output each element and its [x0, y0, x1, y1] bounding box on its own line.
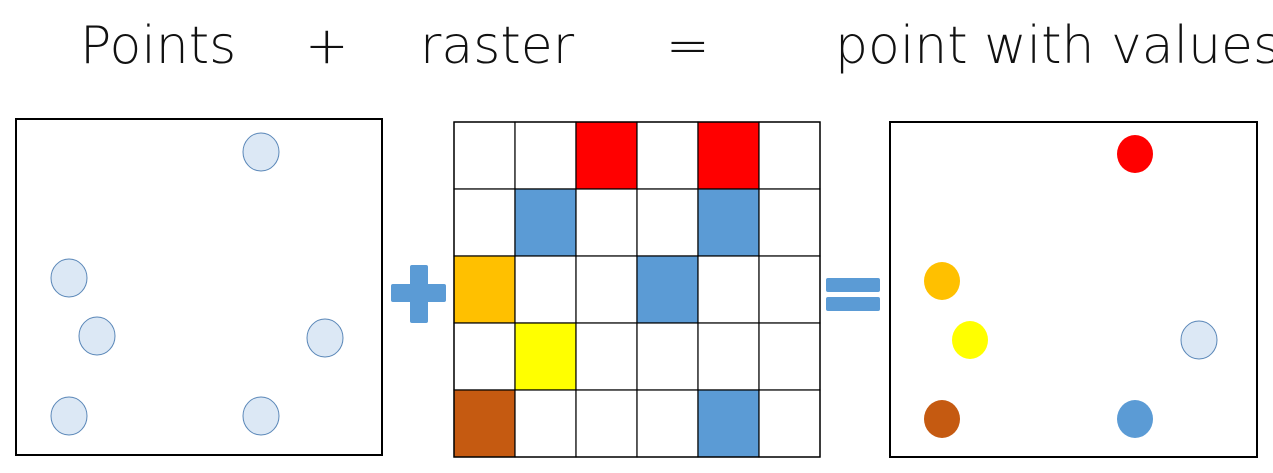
- title-raster: raster: [420, 16, 575, 76]
- raster-cell: [758, 322, 821, 391]
- equals-operator-icon: [826, 278, 880, 311]
- raster-cell: [636, 322, 699, 391]
- result-point-top-right: [1117, 135, 1153, 173]
- points-panel: [15, 118, 383, 456]
- raster-cell: [453, 188, 516, 257]
- title-equals-sign: =: [666, 16, 710, 76]
- title-points: Points: [80, 16, 237, 76]
- raster-cell: [636, 389, 699, 458]
- raster-cell: [697, 389, 760, 458]
- raster-grid: [453, 121, 821, 458]
- point-bottom-left: [50, 396, 88, 436]
- raster-cell: [514, 188, 577, 257]
- raster-cell: [575, 389, 638, 458]
- raster-cell: [758, 389, 821, 458]
- title-plus-sign: +: [305, 16, 349, 76]
- raster-cell: [575, 255, 638, 324]
- raster-cell: [636, 188, 699, 257]
- result-panel: [889, 121, 1258, 458]
- result-point-bottom-left: [924, 400, 960, 438]
- raster-cell: [758, 188, 821, 257]
- title-point-with-values: point with values: [835, 16, 1273, 76]
- point-mid-right: [306, 318, 344, 358]
- raster-cell: [514, 322, 577, 391]
- point-mid-left-lower: [78, 316, 116, 356]
- raster-border: [453, 121, 821, 458]
- raster-cell: [453, 389, 516, 458]
- raster-cell: [697, 121, 760, 190]
- raster-cell: [514, 255, 577, 324]
- point-bottom-right: [242, 396, 280, 436]
- plus-operator-icon: [391, 265, 446, 323]
- raster-cell: [697, 255, 760, 324]
- raster-cell: [697, 188, 760, 257]
- raster-cell: [575, 322, 638, 391]
- raster-cell: [697, 322, 760, 391]
- raster-cell: [453, 255, 516, 324]
- raster-cell: [453, 322, 516, 391]
- raster-cell: [453, 121, 516, 190]
- raster-cell: [575, 121, 638, 190]
- raster-cell: [575, 188, 638, 257]
- result-point-mid-right: [1180, 320, 1218, 360]
- result-point-bottom-right: [1117, 400, 1153, 438]
- raster-cell: [636, 121, 699, 190]
- raster-cell: [636, 255, 699, 324]
- raster-cell: [758, 255, 821, 324]
- result-point-mid-left-lower: [952, 321, 988, 359]
- raster-cell: [514, 389, 577, 458]
- raster-cell: [758, 121, 821, 190]
- point-mid-left-upper: [50, 258, 88, 298]
- result-point-mid-left-upper: [924, 262, 960, 300]
- raster-cell: [514, 121, 577, 190]
- point-top-right: [242, 132, 280, 172]
